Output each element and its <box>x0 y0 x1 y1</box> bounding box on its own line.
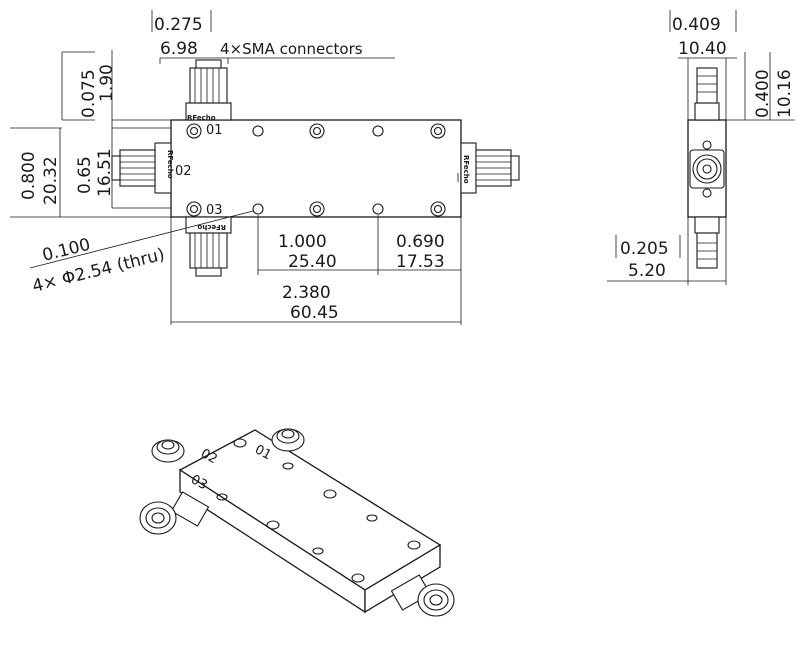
sma-connector-iso-04 <box>390 574 455 617</box>
dim-mm: 16.51 <box>95 148 115 197</box>
iso-port-label-01: 01 <box>252 442 274 463</box>
connectors-note: 4×SMA connectors <box>220 40 363 58</box>
mounting-hole <box>372 203 384 215</box>
top-view: 01 02 03 RFecho RFecho RFecho RFecho 0.2… <box>10 10 520 325</box>
port-label-03: 03 <box>206 203 223 218</box>
sma-connector-iso-01 <box>271 428 305 452</box>
mounting-hole <box>372 125 384 137</box>
sma-connector-left <box>111 142 172 194</box>
screw <box>186 123 202 139</box>
dim-inch: 0.100 <box>40 235 92 266</box>
coupler-body-top <box>170 119 462 218</box>
dim-mm: 1.90 <box>97 64 117 102</box>
iso-port-label-03: 03 <box>188 472 210 493</box>
dim-inch: 0.400 <box>753 69 773 118</box>
mounting-hole <box>252 203 264 215</box>
dim-mm: 10.40 <box>678 39 727 59</box>
dim-side-offset: 0.205 5.20 <box>607 217 727 285</box>
sma-connector-bottom <box>185 216 232 277</box>
dim-mm: 5.20 <box>628 261 666 281</box>
dim-side-width: 0.409 10.40 <box>669 10 737 120</box>
sma-connector-iso-02 <box>151 439 185 463</box>
dim-hole-spacing: 1.000 25.40 0.690 17.53 <box>257 215 462 325</box>
dim-inch: 2.380 <box>282 283 331 303</box>
dim-inch: 0.409 <box>672 15 721 35</box>
brand-label: RFecho <box>197 223 226 231</box>
dim-mm: 25.40 <box>288 252 337 272</box>
brand-label: RFecho <box>187 114 216 122</box>
dim-total-length: 2.380 60.45 <box>170 217 461 325</box>
dim-inch: 0.075 <box>79 69 99 118</box>
port-label-02: 02 <box>175 164 192 179</box>
dim-mm: 60.45 <box>290 303 339 323</box>
screw <box>309 123 325 139</box>
dim-inch: 0.65 <box>75 156 95 194</box>
screw <box>309 201 325 217</box>
side-view: 0.409 10.40 0.400 10.16 0.205 5.20 <box>607 10 795 285</box>
dim-inch: 0.800 <box>19 151 39 200</box>
iso-port-label-02: 02 <box>198 446 220 467</box>
sma-connector-right <box>460 142 520 194</box>
dim-mm: 6.98 <box>160 39 198 59</box>
dim-mm: 17.53 <box>396 252 445 272</box>
brand-label: RFecho <box>462 155 470 184</box>
dim-inch: 0.690 <box>396 232 445 252</box>
port-label-01: 01 <box>206 123 223 138</box>
dim-connector-height: 0.075 1.90 <box>61 50 171 128</box>
sma-connector-iso-03 <box>139 491 210 535</box>
dim-total-height: 0.800 20.32 <box>10 127 171 218</box>
screw <box>430 201 446 217</box>
dim-mm: 10.16 <box>775 69 795 118</box>
isometric-view: 01 02 03 <box>139 428 455 617</box>
dim-inch: 0.205 <box>620 239 669 259</box>
dim-side-height: 0.400 10.16 <box>726 52 795 121</box>
mounting-hole <box>252 125 264 137</box>
dim-connector-offset: 0.275 6.98 4×SMA connectors <box>151 10 395 64</box>
dim-inch: 0.275 <box>154 15 203 35</box>
screw <box>430 123 446 139</box>
sma-connector-top <box>185 59 232 121</box>
dim-inch: 1.000 <box>278 232 327 252</box>
brand-label: RFecho <box>166 150 174 179</box>
screw <box>186 201 202 217</box>
dim-hole-span: 0.65 16.51 <box>75 128 115 208</box>
dim-mm: 20.32 <box>41 156 61 205</box>
